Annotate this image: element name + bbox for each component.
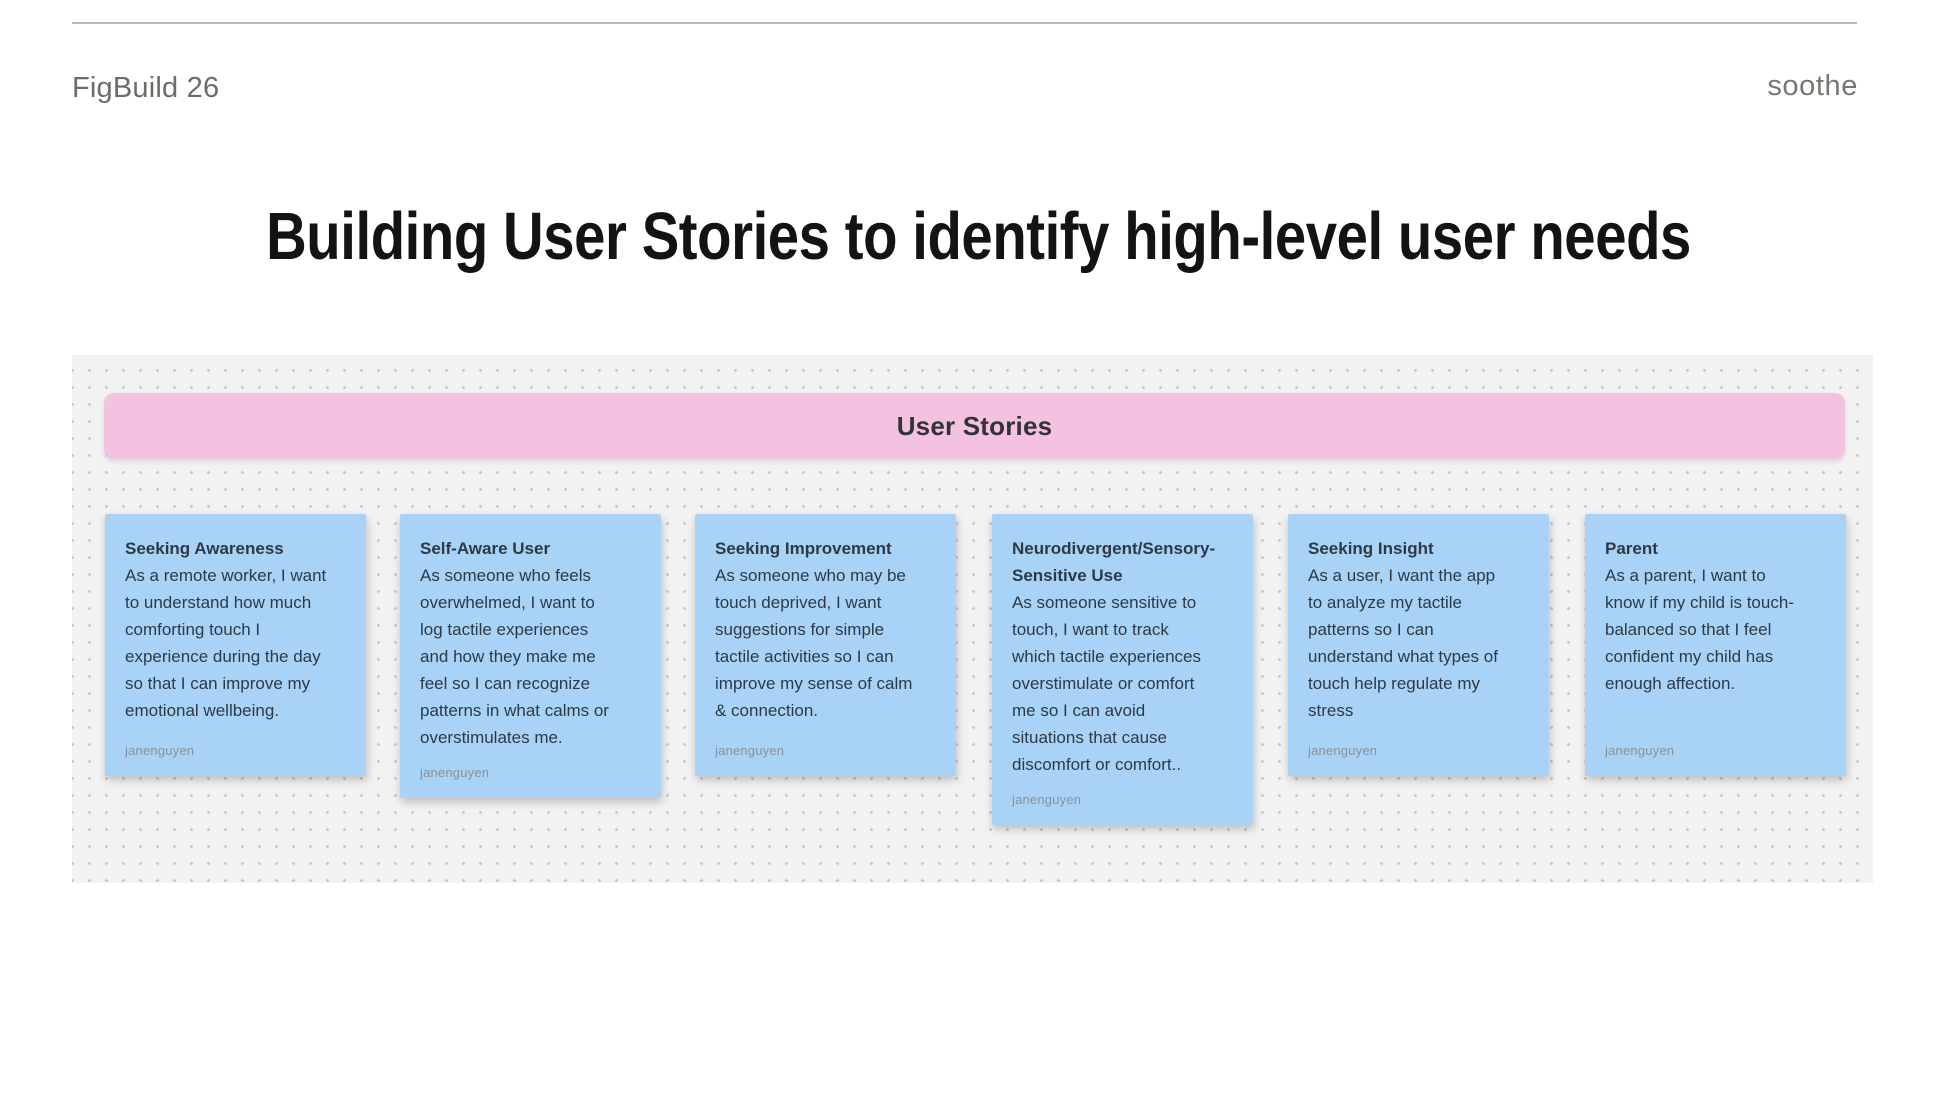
note-author: janenguyen [1308, 743, 1378, 758]
sticky-note-seeking-awareness: Seeking Awareness As a remote worker, I … [105, 514, 366, 776]
note-author: janenguyen [125, 743, 195, 758]
note-title: Parent [1605, 539, 1658, 558]
note-body: As a remote worker, I want to understand… [125, 566, 327, 720]
sticky-note-seeking-insight: Seeking Insight As a user, I want the ap… [1288, 514, 1549, 776]
top-divider [72, 22, 1857, 24]
sticky-note-seeking-improvement: Seeking Improvement As someone who may b… [695, 514, 956, 776]
sticky-note-self-aware-user: Self-Aware User As someone who feels ove… [400, 514, 661, 798]
note-body: As someone sensitive to touch, I want to… [1012, 593, 1201, 774]
note-author: janenguyen [1012, 792, 1082, 807]
note-title: Seeking Insight [1308, 539, 1434, 558]
note-title: Seeking Improvement [715, 539, 892, 558]
note-body: As a user, I want the app to analyze my … [1308, 566, 1498, 720]
sticky-note-parent: Parent As a parent, I want to know if my… [1585, 514, 1846, 776]
note-title: Seeking Awareness [125, 539, 284, 558]
sticky-note-neurodivergent-sensory-sensitive-use: Neurodivergent/Sensory- Sensitive Use As… [992, 514, 1253, 825]
note-body: As someone who feels overwhelmed, I want… [420, 566, 609, 747]
board-canvas: User Stories Seeking Awareness As a remo… [72, 355, 1873, 883]
note-author: janenguyen [1605, 743, 1675, 758]
user-stories-banner: User Stories [104, 393, 1845, 459]
note-author: janenguyen [715, 743, 785, 758]
note-title: Neurodivergent/Sensory- Sensitive Use [1012, 539, 1216, 585]
page-title: Building User Stories to identify high-l… [266, 199, 1691, 274]
brand-label: soothe [1767, 70, 1858, 102]
project-label: FigBuild 26 [72, 72, 220, 104]
note-title: Self-Aware User [420, 539, 551, 558]
note-body: As someone who may be touch deprived, I … [715, 566, 913, 720]
note-author: janenguyen [420, 765, 490, 780]
user-stories-banner-label: User Stories [896, 410, 1053, 441]
note-body: As a parent, I want to know if my child … [1605, 566, 1794, 693]
